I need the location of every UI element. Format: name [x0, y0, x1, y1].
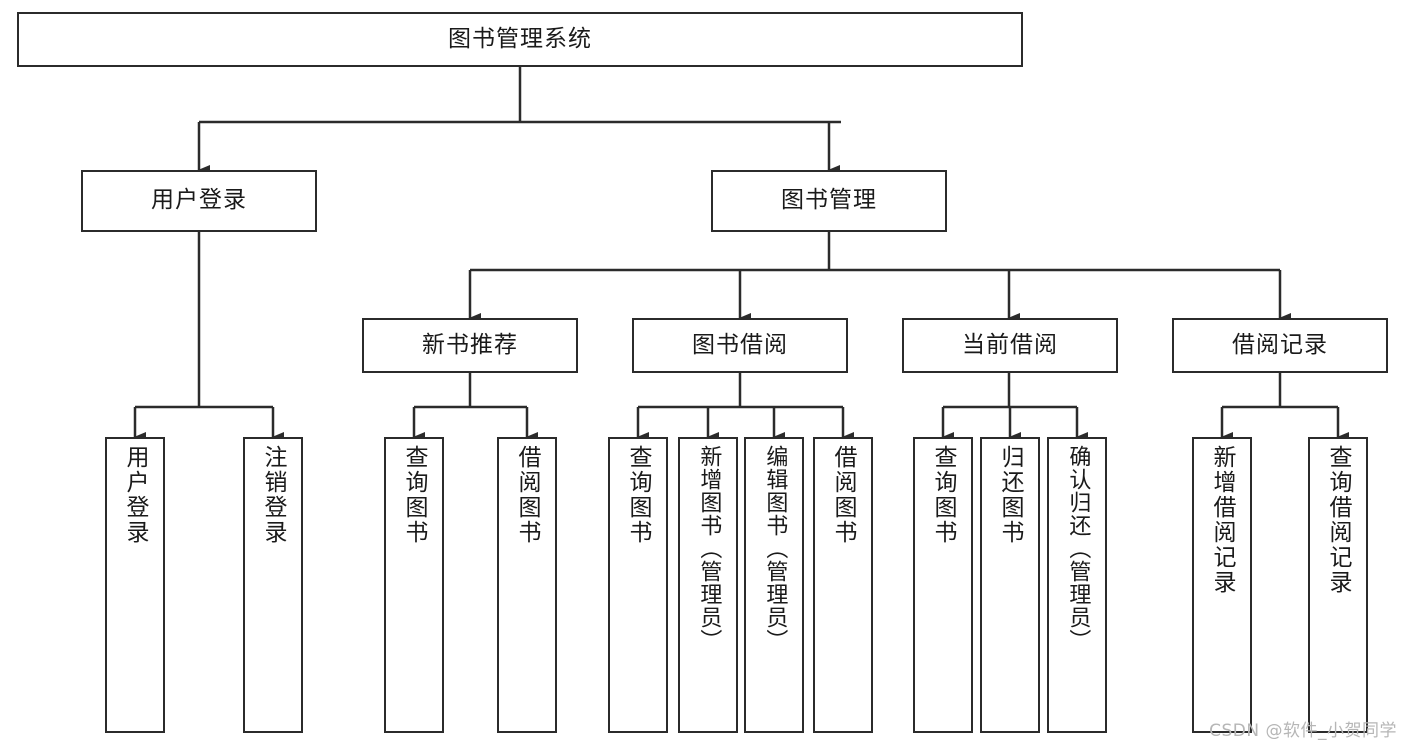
- node-label: 图书管理系统: [448, 25, 592, 52]
- node-label: 归还图书: [997, 445, 1024, 545]
- node-borrow-record[interactable]: 借阅记录: [1172, 318, 1388, 373]
- node-book-management[interactable]: 图书管理: [711, 170, 947, 232]
- node-label: 用户登录: [122, 445, 149, 545]
- leaf-current-borrow-return-book[interactable]: 归还图书: [980, 437, 1040, 733]
- node-label: 查询图书: [625, 445, 652, 545]
- node-label: 新增借阅记录: [1209, 445, 1236, 595]
- node-label: 图书管理: [781, 187, 877, 214]
- leaf-user-login-logout[interactable]: 注销登录: [243, 437, 303, 733]
- node-label: 注销登录: [260, 445, 287, 545]
- leaf-current-borrow-query-book[interactable]: 查询图书: [913, 437, 973, 733]
- node-label: 借阅图书: [514, 445, 541, 545]
- leaf-user-login-login[interactable]: 用户登录: [105, 437, 165, 733]
- leaf-new-book-borrow-book[interactable]: 借阅图书: [497, 437, 557, 733]
- node-new-book-recommend[interactable]: 新书推荐: [362, 318, 578, 373]
- node-label: 借阅图书: [830, 445, 857, 545]
- node-root-system[interactable]: 图书管理系统: [17, 12, 1023, 67]
- leaf-book-borrow-query-book[interactable]: 查询图书: [608, 437, 668, 733]
- node-label: 用户登录: [151, 187, 247, 214]
- node-current-borrow[interactable]: 当前借阅: [902, 318, 1118, 373]
- node-label: 查询图书: [930, 445, 957, 545]
- node-book-borrow[interactable]: 图书借阅: [632, 318, 848, 373]
- node-label: 查询借阅记录: [1325, 445, 1352, 595]
- watermark-csdn: CSDN @软件_小贺同学: [1209, 721, 1397, 741]
- node-user-login[interactable]: 用户登录: [81, 170, 317, 232]
- node-label: 新书推荐: [422, 331, 518, 358]
- leaf-borrow-record-query-record[interactable]: 查询借阅记录: [1308, 437, 1368, 733]
- node-label: 确认归还（管理员）: [1065, 445, 1091, 652]
- leaf-borrow-record-add-record[interactable]: 新增借阅记录: [1192, 437, 1252, 733]
- leaf-current-borrow-confirm-return-admin[interactable]: 确认归还（管理员）: [1047, 437, 1107, 733]
- leaf-book-borrow-borrow-book[interactable]: 借阅图书: [813, 437, 873, 733]
- node-label: 查询图书: [401, 445, 428, 545]
- leaf-book-borrow-add-book-admin[interactable]: 新增图书（管理员）: [678, 437, 738, 733]
- leaf-book-borrow-edit-book-admin[interactable]: 编辑图书（管理员）: [744, 437, 804, 733]
- leaf-new-book-query-book[interactable]: 查询图书: [384, 437, 444, 733]
- node-label: 借阅记录: [1232, 331, 1328, 358]
- node-label: 编辑图书（管理员）: [762, 445, 788, 652]
- node-label: 当前借阅: [962, 331, 1058, 358]
- node-label: 新增图书（管理员）: [696, 445, 722, 652]
- node-label: 图书借阅: [692, 331, 788, 358]
